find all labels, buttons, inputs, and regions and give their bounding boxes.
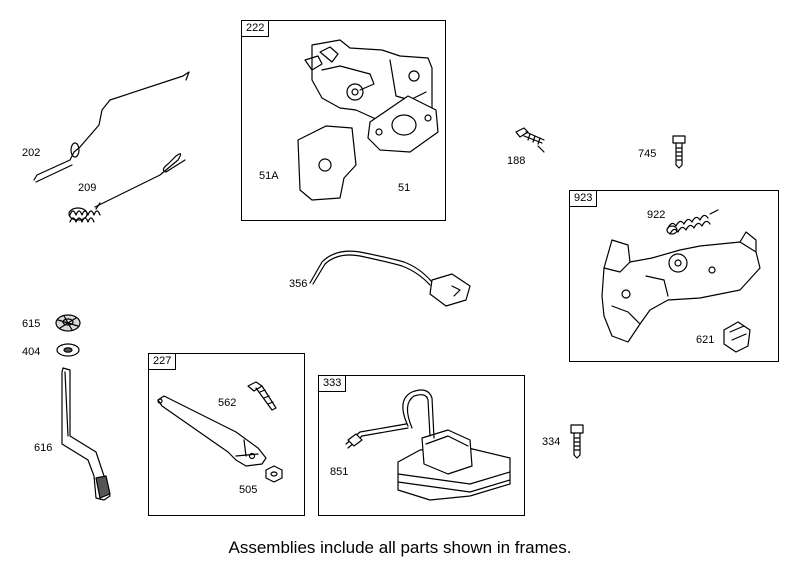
frame-923: 923 [569, 190, 779, 362]
frame-333-tag: 333 [319, 376, 347, 392]
part-label-334: 334 [542, 436, 561, 448]
frame-222: 222 [241, 20, 446, 221]
nut-615 [55, 314, 81, 332]
part-label-922: 922 [647, 209, 666, 221]
bolt-562 [247, 381, 277, 411]
part-label-615: 615 [22, 318, 41, 330]
part-label-562: 562 [218, 397, 237, 409]
part-label-851: 851 [330, 466, 349, 478]
nut-505 [265, 465, 283, 483]
frame-222-tag: 222 [242, 21, 270, 37]
part-label-188: 188 [507, 155, 526, 167]
screw-188 [515, 127, 545, 145]
frame-227: 227 [148, 353, 305, 516]
bolt-334 [570, 424, 584, 459]
part-label-51A: 51A [259, 170, 279, 182]
governor-spring-209 [68, 153, 186, 223]
part-label-209: 209 [78, 182, 97, 194]
part-label-356: 356 [289, 278, 308, 290]
bolt-745 [672, 135, 686, 169]
ignition-armature-333 [345, 389, 511, 501]
frame-333: 333 [318, 375, 525, 516]
part-label-745: 745 [638, 148, 657, 160]
throttle-lever-227 [157, 395, 267, 467]
throttle-link-rod-202 [33, 71, 190, 183]
governor-lever-616 [61, 367, 111, 501]
part-label-621: 621 [696, 334, 715, 346]
part-label-51: 51 [398, 182, 411, 194]
washer-404 [56, 343, 80, 357]
part-label-202: 202 [22, 147, 41, 159]
control-bracket-assembly-923 [601, 209, 761, 353]
frames-caption: Assemblies include all parts shown in fr… [228, 538, 572, 557]
ground-wire-356 [309, 250, 471, 307]
frame-227-tag: 227 [149, 354, 177, 370]
governor-control-assembly-222 [297, 39, 439, 201]
frame-923-tag: 923 [570, 191, 598, 207]
part-label-616: 616 [34, 442, 53, 454]
leader-lines [537, 145, 545, 153]
part-label-404: 404 [22, 346, 41, 358]
part-label-505: 505 [239, 484, 258, 496]
